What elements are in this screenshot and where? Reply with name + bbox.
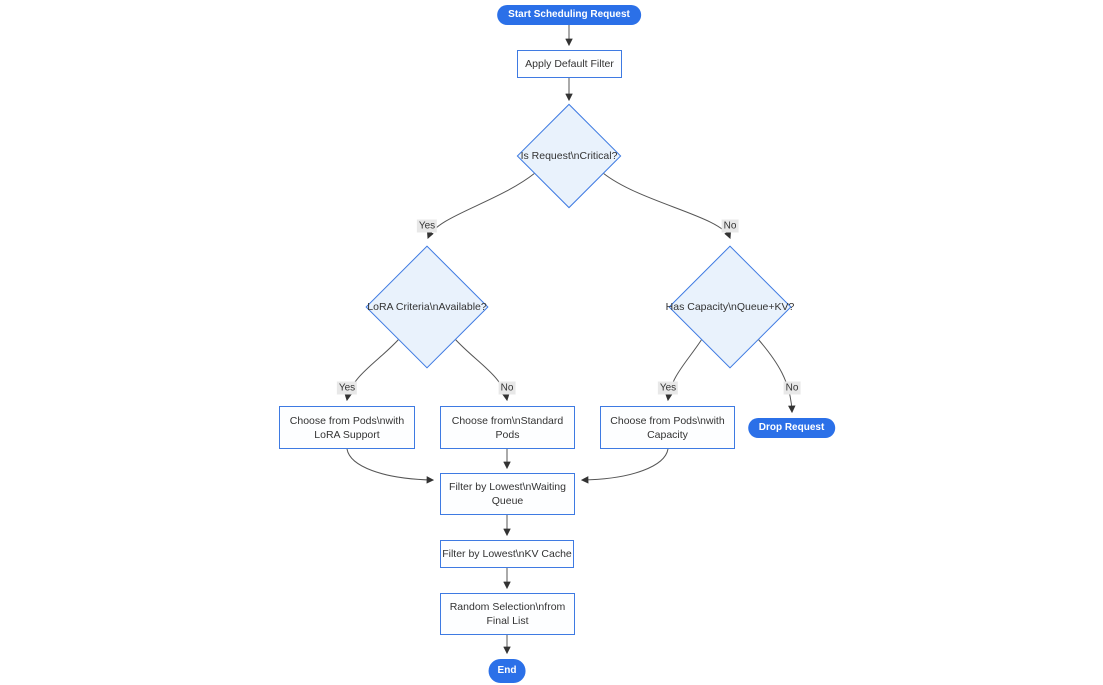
node-apply-default-filter-label: Apply Default Filter	[525, 58, 614, 70]
decision-lora-criteria-available-label: LoRA Criteria\nAvailable?	[367, 301, 487, 313]
node-end: End	[488, 659, 526, 683]
edge-choose-capacity-to-filter-queue	[580, 448, 669, 484]
edge-label-lora-yes: Yes	[336, 381, 358, 395]
node-choose-capacity-pods: Choose from Pods\nwith Capacity	[600, 406, 735, 449]
decision-is-request-critical: Is Request\nCritical?	[516, 103, 622, 209]
decision-lora-criteria-available: LoRA Criteria\nAvailable?	[365, 245, 489, 369]
node-choose-standard-pods-line1: Choose from\nStandard	[451, 414, 564, 427]
edge-choose-lora-to-filter-queue	[346, 448, 435, 484]
edge-is-critical-no	[602, 172, 732, 240]
node-end-label: End	[497, 665, 517, 676]
node-choose-standard-pods-line2: Pods	[495, 428, 520, 441]
node-apply-default-filter: Apply Default Filter	[517, 50, 622, 78]
node-drop-request: Drop Request	[747, 418, 836, 438]
decision-has-capacity: Has Capacity\nQueue+KV?	[666, 245, 794, 369]
edge-label-critical-no: No	[721, 219, 739, 233]
edge-capacity-no	[757, 338, 796, 414]
edge-label-capacity-yes: Yes	[657, 381, 679, 395]
node-filter-waiting-queue-line2: Queue	[491, 495, 524, 507]
node-choose-lora-pods: Choose from Pods\nwith LoRA Support	[279, 406, 415, 449]
node-random-selection-line2: Final List	[486, 615, 529, 627]
node-drop-request-label: Drop Request	[758, 422, 825, 433]
node-random-selection-line1: Random Selection\nfrom	[449, 601, 566, 613]
node-filter-waiting-queue: Filter by Lowest\nWaiting Queue	[440, 473, 575, 515]
node-random-selection: Random Selection\nfrom Final List	[440, 593, 575, 635]
node-choose-lora-pods-line2: LoRA Support	[314, 428, 380, 441]
node-start-label: Start Scheduling Request	[508, 8, 630, 20]
edge-label-lora-no: No	[498, 381, 516, 395]
decision-is-request-critical-label: Is Request\nCritical?	[520, 150, 618, 162]
edge-label-critical-yes: Yes	[416, 219, 438, 233]
node-choose-capacity-pods-line1: Choose from Pods\nwith	[610, 414, 725, 427]
node-choose-lora-pods-line1: Choose from Pods\nwith	[289, 414, 405, 427]
node-filter-kv-cache-label: Filter by Lowest\nKV Cache	[442, 548, 572, 560]
node-choose-capacity-pods-line2: Capacity	[647, 428, 688, 441]
node-filter-waiting-queue-line1: Filter by Lowest\nWaiting	[449, 481, 566, 493]
node-start: Start Scheduling Request	[497, 4, 641, 25]
decision-has-capacity-label: Has Capacity\nQueue+KV?	[665, 301, 795, 313]
edge-label-capacity-no: No	[783, 381, 801, 395]
node-filter-kv-cache: Filter by Lowest\nKV Cache	[440, 540, 574, 568]
node-choose-standard-pods: Choose from\nStandard Pods	[440, 406, 575, 449]
